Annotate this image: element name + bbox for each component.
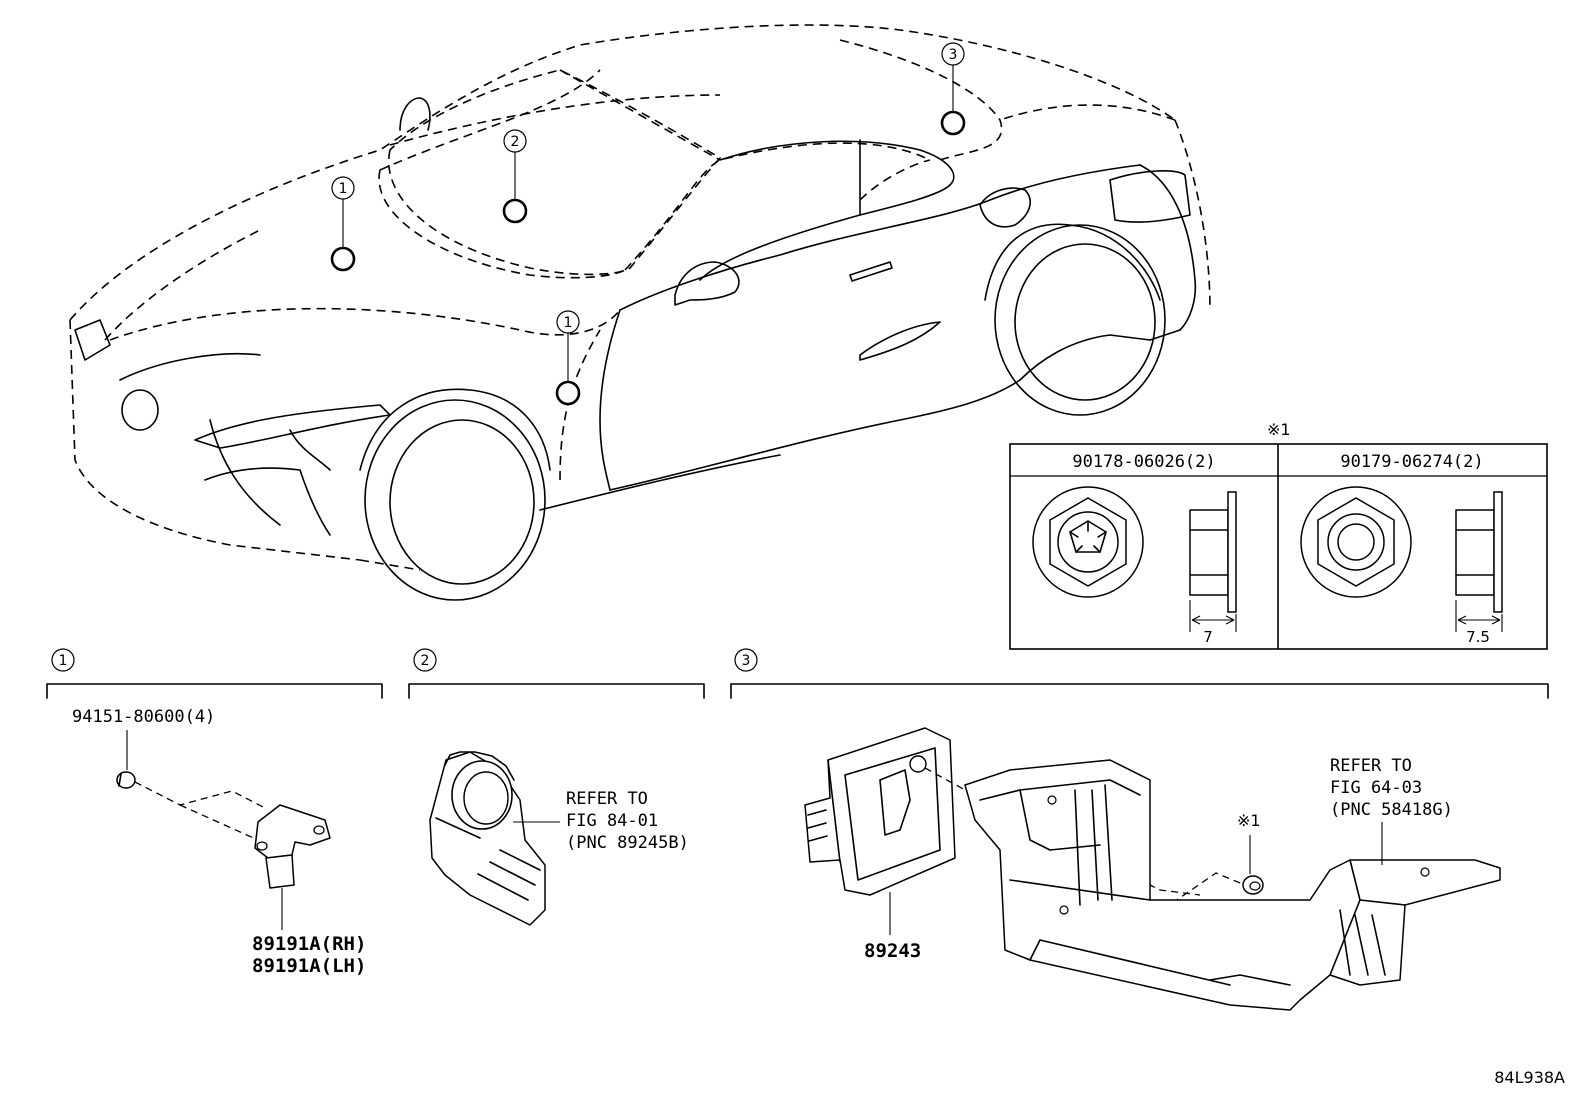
refer-line-1: REFER TO xyxy=(566,789,648,809)
refer-line-3: (PNC 89245B) xyxy=(566,833,689,853)
sensor-location-marker xyxy=(940,110,966,136)
airbag-control-module-icon xyxy=(804,727,956,896)
sensor-rh-part-number: 89191A(RH) xyxy=(252,933,366,955)
drawing-code: 84L938A xyxy=(1494,1068,1565,1087)
note-mark: ※1 xyxy=(1237,811,1261,830)
bolt-part-number: 94151-80600(4) xyxy=(72,707,215,727)
refer-line-2: FIG 84-01 xyxy=(566,811,658,831)
nut-left-side-view: 7 xyxy=(1189,491,1237,646)
sensor-location-marker xyxy=(502,198,528,224)
steering-angle-sensor-icon xyxy=(429,751,546,926)
nut-icon xyxy=(1242,875,1264,895)
mounting-bracket-icon xyxy=(964,759,1501,1011)
car-callouts: 1 2 3 1 xyxy=(330,42,966,406)
fastener-detail-box: ※1 90178-06026(2) 90179-06274(2) 7 xyxy=(1009,420,1548,650)
callout-number: 2 xyxy=(511,134,520,150)
nut-right-dimension: 7.5 xyxy=(1466,628,1490,646)
nut-left-dimension: 7 xyxy=(1203,628,1213,646)
sensor-location-marker xyxy=(555,380,581,406)
sensor-location-marker xyxy=(330,246,356,272)
refer-line-2: FIG 64-03 xyxy=(1330,778,1422,798)
side-sensor-icon xyxy=(254,804,331,889)
callout-number: 1 xyxy=(339,181,348,197)
sensor-lh-part-number: 89191A(LH) xyxy=(252,955,366,977)
callout-number: 1 xyxy=(564,315,573,331)
refer-line-1: REFER TO xyxy=(1330,756,1412,776)
part-number-nut-right: 90179-06274(2) xyxy=(1340,452,1483,472)
section-3-header: 3 xyxy=(730,648,1549,699)
callout-2-windshield: 2 xyxy=(502,129,528,224)
section-1-sensor: 94151-80600(4) 89191A(RH) 89191A(LH) xyxy=(72,707,366,977)
refer-line-3: (PNC 58418G) xyxy=(1330,800,1453,820)
nut-left-top-view xyxy=(1032,486,1144,598)
section-1-header: 1 xyxy=(46,648,383,699)
callout-3-rear: 3 xyxy=(940,42,966,136)
callout-1-fender: 1 xyxy=(555,310,581,406)
bolt-icon xyxy=(116,771,136,789)
nut-right-top-view xyxy=(1300,486,1412,598)
callout-1-hood: 1 xyxy=(330,176,356,272)
section-3-module: 89243 ※1 REFER TO FIG 64-03 (PNC 58 xyxy=(804,727,1501,1011)
part-number-nut-left: 90178-06026(2) xyxy=(1072,452,1215,472)
note-mark: ※1 xyxy=(1267,420,1291,439)
car-illustration xyxy=(69,24,1211,601)
section-2-steering-sensor: REFER TO FIG 84-01 (PNC 89245B) xyxy=(429,751,689,926)
section-2-header: 2 xyxy=(408,648,705,699)
nut-right-side-view: 7.5 xyxy=(1455,491,1503,646)
module-part-number: 89243 xyxy=(864,940,921,962)
callout-number: 3 xyxy=(949,47,958,63)
section-number: 2 xyxy=(421,653,430,669)
section-number: 3 xyxy=(742,653,751,669)
section-number: 1 xyxy=(59,653,68,669)
